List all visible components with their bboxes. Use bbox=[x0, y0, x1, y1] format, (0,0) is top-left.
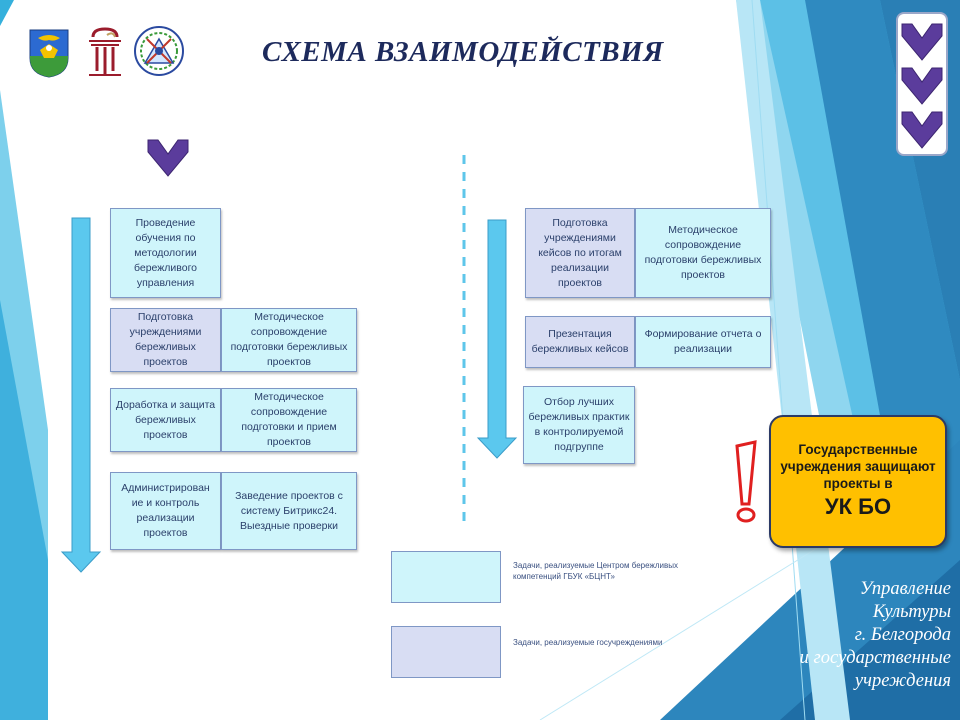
step-box: Формирование отчета о реализации bbox=[635, 316, 771, 368]
callout-text: Государственные учреждения защищают прое… bbox=[780, 442, 936, 491]
round-emblem-icon bbox=[134, 26, 184, 76]
legend-swatch-lavender bbox=[391, 626, 501, 678]
footer-caption: Управление Культуры г. Белгорода и госуд… bbox=[800, 578, 951, 693]
step-box: Отбор лучших бережливых практик в контро… bbox=[523, 386, 635, 464]
step-box: Доработка и защита бережливых проектов bbox=[110, 388, 221, 452]
corner-triangle-top-left bbox=[0, 0, 14, 26]
step-box: Методическое сопровождение подготовки и … bbox=[221, 388, 357, 452]
left-band-dark bbox=[0, 300, 48, 720]
callout-box: Государственные учреждения защищают прое… bbox=[769, 415, 947, 548]
right-flow-arrow bbox=[476, 219, 518, 459]
chevron-down-icon bbox=[901, 111, 943, 149]
step-box: Заведение проектов с систему Битрикс24. … bbox=[221, 472, 357, 550]
footer-line: Культуры bbox=[872, 602, 951, 622]
footer-line: Управление bbox=[859, 579, 951, 599]
culture-emblem-icon bbox=[89, 27, 121, 76]
chevron-down-icon bbox=[901, 67, 943, 105]
callout-highlight: УК БО bbox=[824, 494, 892, 519]
footer-line: и государственные bbox=[799, 648, 951, 668]
footer-line: учреждения bbox=[854, 671, 951, 691]
legend-swatch-cyan bbox=[391, 551, 501, 603]
step-box: Презентация бережливых кейсов bbox=[525, 316, 635, 368]
step-box: Администрирован ие и контроль реализации… bbox=[110, 472, 221, 550]
footer-line: г. Белгорода bbox=[854, 625, 951, 645]
exclamation-icon bbox=[735, 440, 757, 523]
page-title: СХЕМА ВЗАИМОДЕЙСТВИЯ bbox=[262, 36, 664, 68]
chevron-down-icon bbox=[901, 23, 943, 61]
chevron-down-icon bbox=[147, 139, 189, 177]
step-box: Подготовка учреждениями кейсов по итогам… bbox=[525, 208, 635, 298]
left-flow-arrow bbox=[60, 217, 102, 573]
step-box: Методическое сопровождение подготовки бе… bbox=[635, 208, 771, 298]
step-box: Проведение обучения по методологии береж… bbox=[110, 208, 221, 298]
navigation-chevrons[interactable] bbox=[896, 12, 948, 156]
legend-label: Задачи, реализуемые Центром бережливых к… bbox=[513, 561, 678, 581]
belgorod-coat-of-arms-icon bbox=[29, 29, 69, 78]
step-box: Методическое сопровождение подготовки бе… bbox=[221, 308, 357, 372]
legend-label: Задачи, реализуемые госучреждениями bbox=[513, 638, 663, 647]
step-box: Подготовка учреждениями бережливых проек… bbox=[110, 308, 221, 372]
